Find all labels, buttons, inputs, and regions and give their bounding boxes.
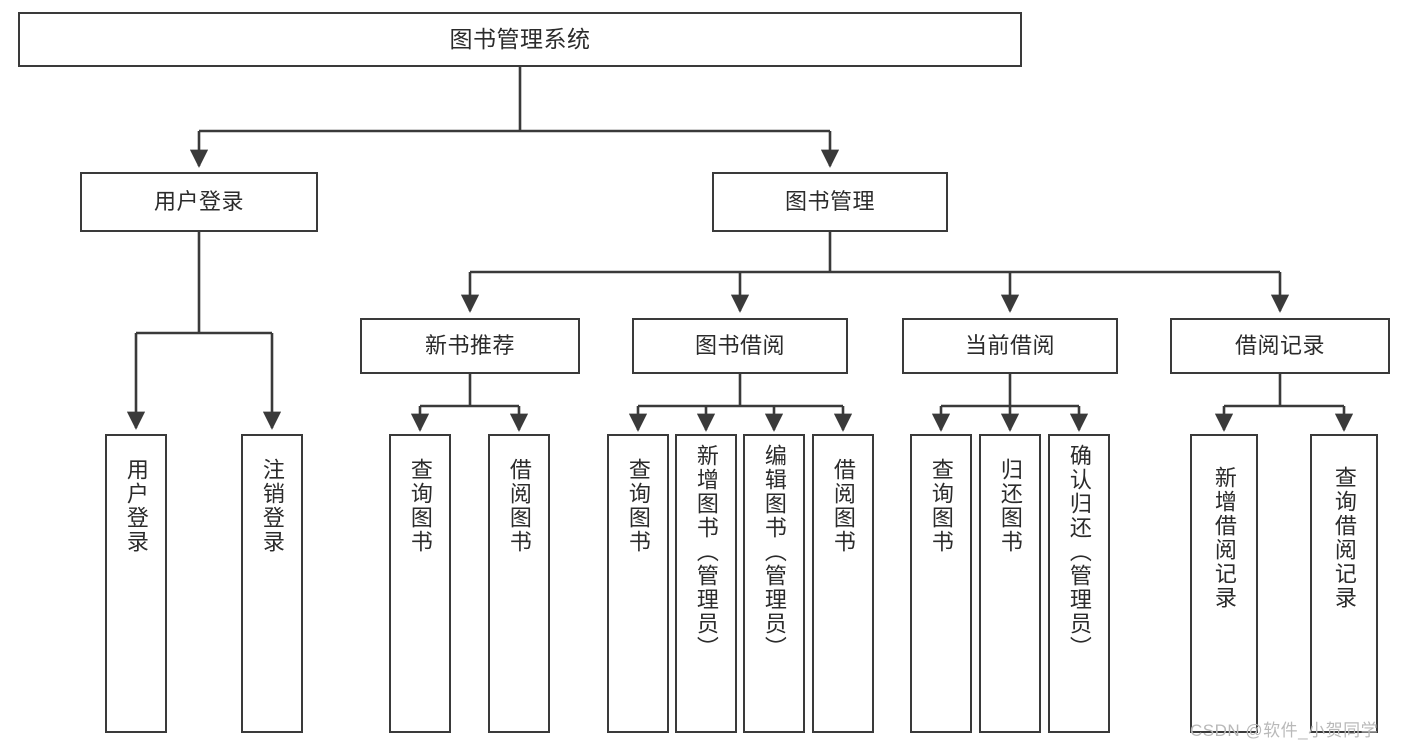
node-leaf-borrow-book-2[interactable]: 借阅图书	[812, 434, 874, 733]
node-leaf-logout-login-label: 注销登录	[259, 458, 285, 554]
node-leaf-query-book-2[interactable]: 查询图书	[607, 434, 669, 733]
node-leaf-add-record[interactable]: 新增借阅记录	[1190, 434, 1258, 733]
node-leaf-query-record[interactable]: 查询借阅记录	[1310, 434, 1378, 733]
node-leaf-borrow-book-1-label: 借阅图书	[506, 458, 532, 554]
node-leaf-query-record-label: 查询借阅记录	[1331, 466, 1357, 610]
node-leaf-add-book-label: 新增图书（管理员）	[693, 444, 719, 660]
node-leaf-return-book[interactable]: 归还图书	[979, 434, 1041, 733]
node-leaf-query-book-1-label: 查询图书	[407, 458, 433, 554]
node-leaf-query-book-1[interactable]: 查询图书	[389, 434, 451, 733]
node-root[interactable]: 图书管理系统	[18, 12, 1022, 67]
node-book-borrow[interactable]: 图书借阅	[632, 318, 848, 374]
node-leaf-add-book[interactable]: 新增图书（管理员）	[675, 434, 737, 733]
node-current-borrow[interactable]: 当前借阅	[902, 318, 1118, 374]
node-borrow-record-label: 借阅记录	[1234, 333, 1325, 359]
node-leaf-return-book-label: 归还图书	[997, 458, 1023, 554]
node-leaf-confirm-return[interactable]: 确认归还（管理员）	[1048, 434, 1110, 733]
node-leaf-edit-book-label: 编辑图书（管理员）	[761, 444, 787, 660]
node-leaf-query-book-3[interactable]: 查询图书	[910, 434, 972, 733]
node-leaf-confirm-return-label: 确认归还（管理员）	[1066, 444, 1092, 660]
node-user-login[interactable]: 用户登录	[80, 172, 318, 232]
node-leaf-logout-login[interactable]: 注销登录	[241, 434, 303, 733]
node-leaf-query-book-3-label: 查询图书	[928, 458, 954, 554]
node-leaf-user-login-label: 用户登录	[123, 458, 149, 554]
node-user-login-label: 用户登录	[153, 189, 244, 215]
node-book-manage-label: 图书管理	[784, 189, 875, 215]
node-borrow-record[interactable]: 借阅记录	[1170, 318, 1390, 374]
node-new-book-recommend-label: 新书推荐	[424, 333, 515, 359]
node-leaf-add-record-label: 新增借阅记录	[1211, 466, 1237, 610]
node-leaf-query-book-2-label: 查询图书	[625, 458, 651, 554]
node-leaf-borrow-book-1[interactable]: 借阅图书	[488, 434, 550, 733]
node-new-book-recommend[interactable]: 新书推荐	[360, 318, 580, 374]
node-leaf-edit-book[interactable]: 编辑图书（管理员）	[743, 434, 805, 733]
node-book-manage[interactable]: 图书管理	[712, 172, 948, 232]
node-root-label: 图书管理系统	[449, 25, 591, 52]
node-leaf-user-login[interactable]: 用户登录	[105, 434, 167, 733]
node-book-borrow-label: 图书借阅	[694, 333, 785, 359]
node-leaf-borrow-book-2-label: 借阅图书	[830, 458, 856, 554]
node-current-borrow-label: 当前借阅	[964, 333, 1055, 359]
